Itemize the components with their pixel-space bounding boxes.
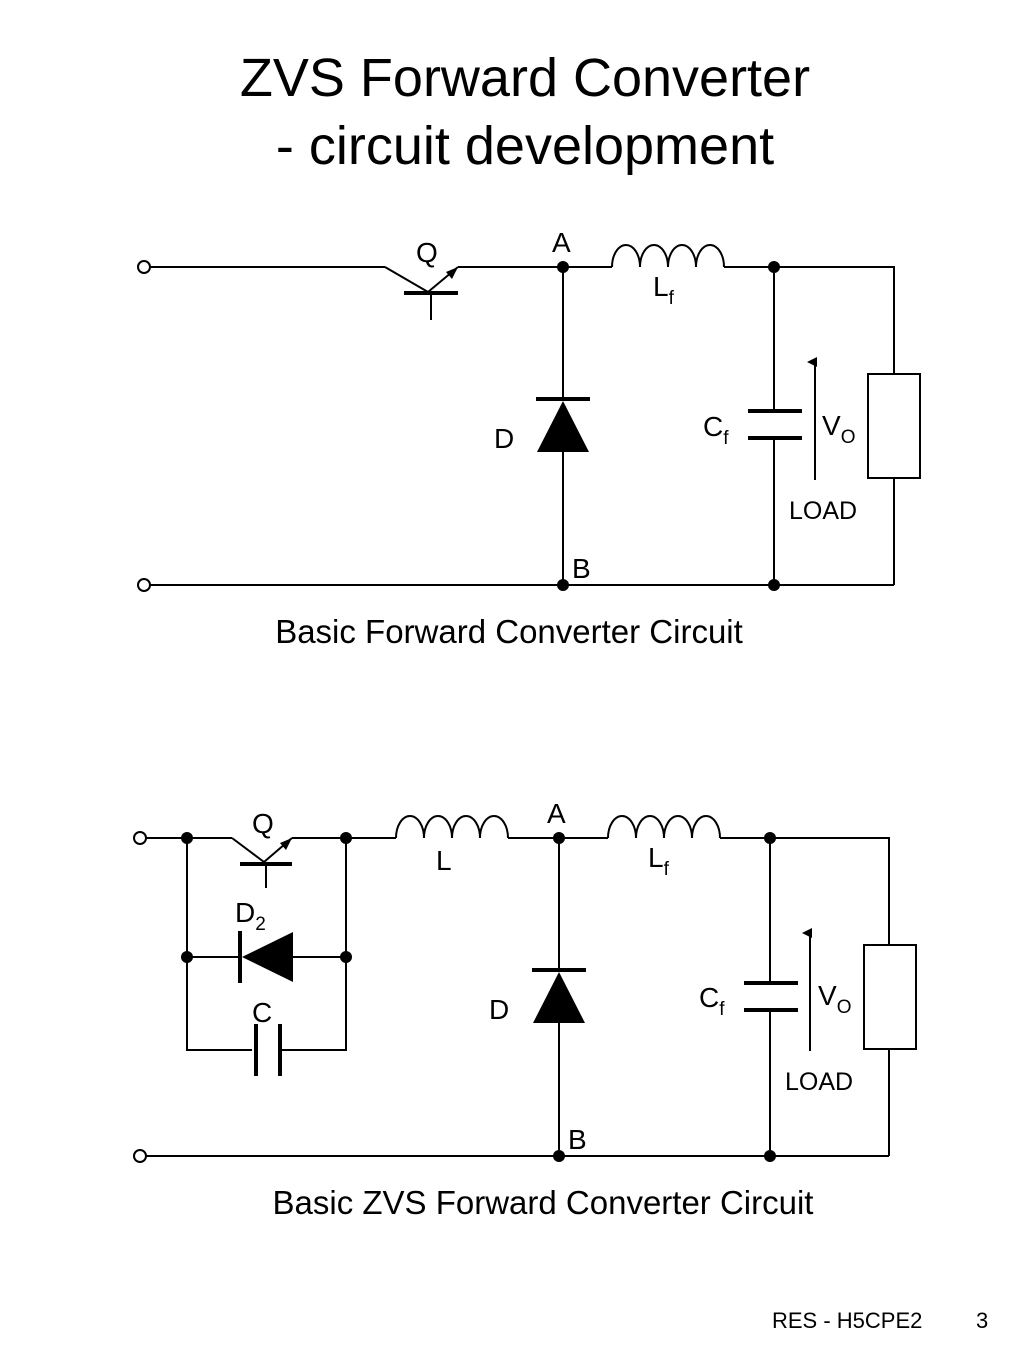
label-lf: Lf — [648, 842, 670, 880]
label-cf: Cf — [703, 411, 729, 449]
freewheeling-diode-d — [532, 838, 586, 1156]
footer-page-number: 3 — [976, 1308, 989, 1333]
anti-parallel-diode-d2 — [187, 931, 346, 983]
slide-title: ZVS Forward Converter - circuit developm… — [0, 44, 1024, 180]
label-q: Q — [416, 237, 438, 268]
circuit-1-basic-forward-converter: Q A Lf D Cf VO LOAD B Basic Forward Conv… — [137, 227, 921, 650]
load-resistor — [867, 373, 921, 479]
input-terminal-bottom — [137, 578, 151, 592]
input-terminal-bottom — [133, 1149, 147, 1163]
output-capacitor-cf — [744, 838, 798, 1156]
switch-q-transistor — [384, 266, 459, 320]
label-node-a: A — [547, 798, 566, 829]
resonant-capacitor-c — [254, 1024, 282, 1076]
junction-dot — [768, 579, 780, 591]
title-line-2: - circuit development — [275, 116, 775, 176]
node-b-dot — [553, 1150, 565, 1162]
label-node-a: A — [552, 227, 571, 258]
caption-circuit-2: Basic ZVS Forward Converter Circuit — [273, 1184, 814, 1221]
label-cf: Cf — [699, 982, 725, 1020]
freewheeling-diode-d — [536, 267, 590, 585]
label-d: D — [494, 423, 514, 454]
caption-circuit-1: Basic Forward Converter Circuit — [275, 613, 743, 650]
input-terminal-top — [133, 831, 147, 845]
label-c: C — [252, 997, 272, 1028]
junction-dot — [764, 1150, 776, 1162]
switch-q-transistor — [231, 837, 293, 888]
label-lf: Lf — [653, 271, 675, 309]
resonant-inductor-l — [395, 815, 509, 839]
label-d2: D2 — [235, 897, 266, 935]
label-node-b: B — [568, 1124, 587, 1155]
label-d: D — [489, 994, 509, 1025]
output-inductor-lf — [611, 244, 725, 268]
input-terminal-top — [137, 260, 151, 274]
output-capacitor-cf — [748, 267, 802, 585]
label-l: L — [436, 845, 452, 876]
title-line-1: ZVS Forward Converter — [239, 48, 811, 108]
label-vo: VO — [818, 980, 851, 1018]
output-inductor-lf — [607, 815, 721, 839]
label-node-b: B — [572, 553, 591, 584]
label-vo: VO — [822, 410, 855, 448]
label-load: LOAD — [785, 1068, 853, 1096]
label-q: Q — [252, 808, 274, 839]
footer-course-ref: RES - H5CPE2 — [772, 1308, 923, 1333]
load-resistor — [863, 944, 917, 1050]
circuit-2-zvs-forward-converter: Q L A Lf D2 C D Cf VO LOAD B Basic ZVS F… — [133, 798, 917, 1221]
label-load: LOAD — [789, 497, 857, 525]
node-b-dot — [557, 579, 569, 591]
